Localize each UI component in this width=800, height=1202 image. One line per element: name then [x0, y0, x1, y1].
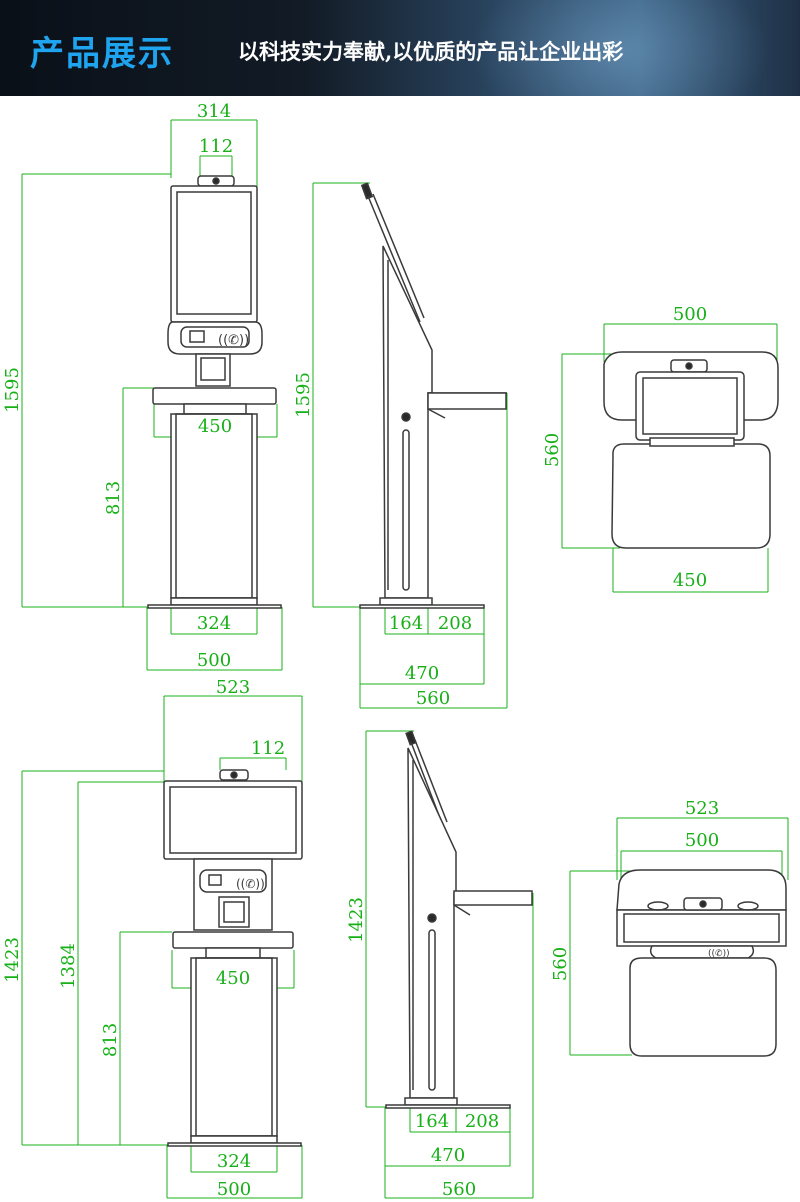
- portrait-front-width: 314: [197, 101, 231, 122]
- landscape-side-depth-inner: 470: [431, 1145, 465, 1166]
- svg-text:((✆)): ((✆)): [236, 877, 265, 891]
- portrait-front-camera: 112: [199, 136, 233, 157]
- portrait-top-width: 500: [673, 304, 707, 325]
- portrait-side-view: 1595 164 208 470 560: [293, 182, 508, 709]
- landscape-front-screen-bottom: 1384: [58, 943, 79, 989]
- portrait-front-height: 1595: [2, 367, 23, 413]
- landscape-front-shelf: 450: [216, 968, 250, 989]
- portrait-top-shelf: 450: [673, 570, 707, 591]
- portrait-side-back: 208: [438, 613, 472, 634]
- slogan: 以科技实力奉献,以优质的产品让企业出彩: [238, 39, 624, 64]
- portrait-side-depth-inner: 470: [405, 663, 439, 684]
- svg-text:((✆)): ((✆)): [708, 949, 730, 959]
- landscape-top-view: ((✆)) 523 500 560: [550, 798, 789, 1057]
- portrait-front-base-inner: 324: [197, 613, 231, 634]
- landscape-front-width: 523: [216, 677, 250, 698]
- landscape-front-base-inner: 324: [217, 1151, 251, 1172]
- header-banner: 产品展示 以科技实力奉献,以优质的产品让企业出彩: [0, 0, 800, 96]
- landscape-side-view: 1423 164 208 470 560: [346, 730, 534, 1200]
- landscape-front-height: 1423: [2, 937, 23, 983]
- landscape-front-desk-height: 813: [100, 1023, 121, 1057]
- landscape-front-view: ((✆)) 523 112 1423 1384 813 450 324 500: [2, 677, 303, 1200]
- portrait-front-base-outer: 500: [197, 650, 231, 671]
- landscape-side-back: 208: [465, 1111, 499, 1132]
- portrait-front-view: ((✆)) 314 112 1595 813 450 324 500: [2, 101, 283, 671]
- landscape-front-base-outer: 500: [217, 1179, 251, 1200]
- landscape-top-width-outer: 523: [685, 798, 719, 819]
- landscape-side-depth-outer: 560: [442, 1179, 476, 1200]
- page-title: 产品展示: [30, 34, 174, 74]
- technical-drawings: .g { stroke: #18b018; stroke-width: 1; f…: [2, 101, 789, 1200]
- landscape-front-camera: 112: [251, 738, 285, 759]
- landscape-side-height: 1423: [346, 897, 367, 943]
- portrait-side-height: 1595: [293, 372, 314, 418]
- portrait-front-desk-height: 813: [103, 481, 124, 515]
- portrait-side-front: 164: [389, 613, 423, 634]
- portrait-side-depth-outer: 560: [416, 688, 450, 709]
- portrait-top-view: 500 560 450: [542, 304, 779, 593]
- landscape-side-front: 164: [415, 1111, 449, 1132]
- portrait-top-depth: 560: [542, 433, 563, 467]
- landscape-top-depth: 560: [550, 947, 571, 981]
- svg-text:((✆)): ((✆)): [218, 333, 249, 348]
- landscape-top-width-inner: 500: [685, 830, 719, 851]
- portrait-front-shelf: 450: [198, 416, 232, 437]
